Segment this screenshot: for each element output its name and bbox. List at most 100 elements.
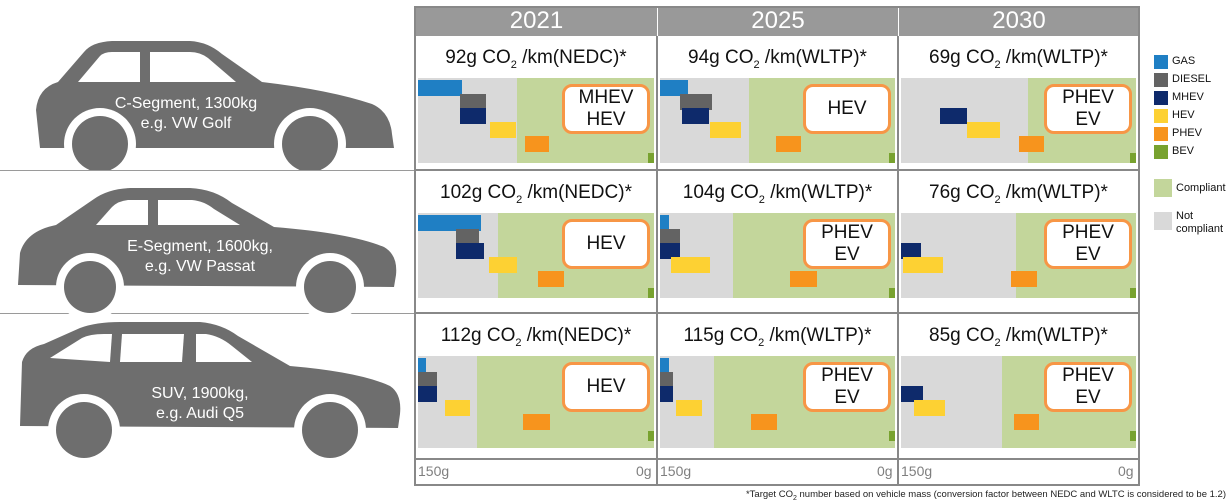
segment-label-line1: E-Segment, 1600kg, — [127, 238, 273, 255]
legend-label: DIESEL — [1172, 73, 1212, 85]
co2-target-label: 112g CO2 /km(NEDC)* — [416, 322, 656, 350]
footnote-sub: 2 — [792, 494, 797, 502]
bar-phev — [1018, 136, 1044, 152]
bar-mhev — [940, 108, 967, 124]
legend-item-compliant: Compliant — [1154, 179, 1226, 197]
legend-label: BEV — [1172, 145, 1195, 157]
recommended-powertrain-label: PHEV — [821, 222, 873, 243]
recommended-powertrain-label: PHEV — [1062, 87, 1114, 108]
car-c-segment: C-Segment, 1300kg e.g. VW Golf — [0, 30, 414, 170]
legend-item-diesel: DIESEL — [1154, 73, 1211, 87]
bar-diesel — [418, 372, 437, 388]
legend-item-bev: BEV — [1154, 145, 1194, 159]
segment-label-line2: e.g. VW Golf — [140, 115, 232, 132]
recommended-powertrain-box: HEV — [803, 84, 891, 134]
bar-hev — [902, 257, 944, 273]
legend-label: GAS — [1172, 55, 1196, 67]
segment-label-line1: C-Segment, 1300kg — [114, 95, 258, 112]
legend-label: Compliant — [1176, 182, 1226, 194]
year-header-2021: 2021 — [416, 6, 658, 36]
bar-gas — [418, 80, 463, 96]
segment-label-line2: e.g. Audi Q5 — [155, 405, 245, 422]
bar-hev — [710, 122, 742, 138]
recommended-powertrain-label: EV — [1075, 387, 1101, 408]
grid-line — [414, 169, 1140, 171]
suv-car-icon — [20, 322, 401, 458]
bar-bev — [888, 431, 895, 441]
recommended-powertrain-label: MHEV — [578, 87, 634, 108]
axis-max-label: 0g — [636, 463, 652, 479]
co2-target-label: 69g CO2 /km(WLTP)* — [899, 44, 1138, 72]
legend-item-hev: HEV — [1154, 109, 1195, 123]
bar-bev — [647, 153, 654, 163]
bar-mhev — [660, 243, 681, 259]
axis-max-label: 0g — [877, 463, 893, 479]
recommended-powertrain-label: EV — [1075, 244, 1101, 265]
bar-hev — [913, 400, 945, 416]
matrix-cell: 102g CO2 /km(NEDC)*HEV — [416, 171, 656, 304]
legend-item-not-compliant: Not compliant — [1154, 210, 1223, 236]
legend-swatch-not-compliant — [1154, 212, 1172, 230]
car-e-segment: E-Segment, 1600kg, e.g. VW Passat — [0, 175, 414, 315]
recommended-powertrain-label: PHEV — [1062, 365, 1114, 386]
bar-hev — [966, 122, 1000, 138]
bar-phev — [1010, 271, 1038, 287]
axis-min-label: 150g — [901, 463, 933, 479]
bar-bev — [647, 431, 654, 441]
co2-target-label: 102g CO2 /km(NEDC)* — [416, 179, 656, 207]
legend-item-gas: GAS — [1154, 55, 1195, 69]
footnote: *Target CO2 number based on vehicle mass… — [560, 489, 1226, 502]
recommended-powertrain-box: HEV — [562, 362, 650, 412]
legend-label: Not — [1176, 210, 1194, 222]
legend-swatch-gas — [1154, 55, 1168, 69]
matrix-cell: 94g CO2 /km(WLTP)* HEV — [658, 36, 897, 169]
recommended-powertrain-label: EV — [834, 387, 860, 408]
bar-hev — [675, 400, 703, 416]
bar-mhev — [418, 386, 437, 402]
co2-target-label: 115g CO2 /km(WLTP)* — [658, 322, 897, 350]
bar-bev — [1129, 153, 1136, 163]
bar-hev — [670, 257, 711, 273]
axis-max-label: 0g — [1118, 463, 1134, 479]
segment-divider — [0, 313, 414, 314]
car-suv: SUV, 1900kg, e.g. Audi Q5 — [0, 318, 414, 458]
year-header-2030: 2030 — [899, 6, 1140, 36]
bar-bev — [1129, 431, 1136, 441]
bar-hev — [488, 257, 518, 273]
footnote-prefix: *Target CO — [745, 489, 793, 500]
co2-target-label: 94g CO2 /km(WLTP)* — [658, 44, 897, 72]
year-header-2025: 2025 — [658, 6, 899, 36]
legend-swatch-hev — [1154, 109, 1168, 123]
bar-hev — [490, 122, 516, 138]
bar-phev — [790, 271, 817, 287]
co2-target-label: 104g CO2 /km(WLTP)* — [658, 179, 897, 207]
recommended-powertrain-label: PHEV — [1062, 222, 1114, 243]
bar-phev — [524, 136, 549, 152]
co2-target-label: 92g CO2 /km(NEDC)* — [416, 44, 656, 72]
bar-gas — [418, 215, 481, 231]
bar-gas — [418, 358, 426, 374]
bar-mhev — [901, 243, 922, 259]
grid-line — [897, 36, 899, 486]
bar-phev — [537, 271, 565, 287]
segment-label-line2: e.g. VW Passat — [144, 258, 256, 275]
grid-line — [414, 312, 1140, 314]
axis-min-label: 150g — [660, 463, 692, 479]
recommended-powertrain-label: HEV — [586, 109, 626, 130]
bar-phev — [775, 136, 801, 152]
legend-swatch-compliant — [1154, 179, 1172, 197]
footnote-suffix: number based on vehicle mass (conversion… — [796, 489, 1227, 500]
legend-swatch-phev — [1154, 127, 1168, 141]
bar-phev — [750, 414, 778, 430]
bar-diesel — [460, 94, 486, 110]
bar-gas — [660, 215, 670, 231]
